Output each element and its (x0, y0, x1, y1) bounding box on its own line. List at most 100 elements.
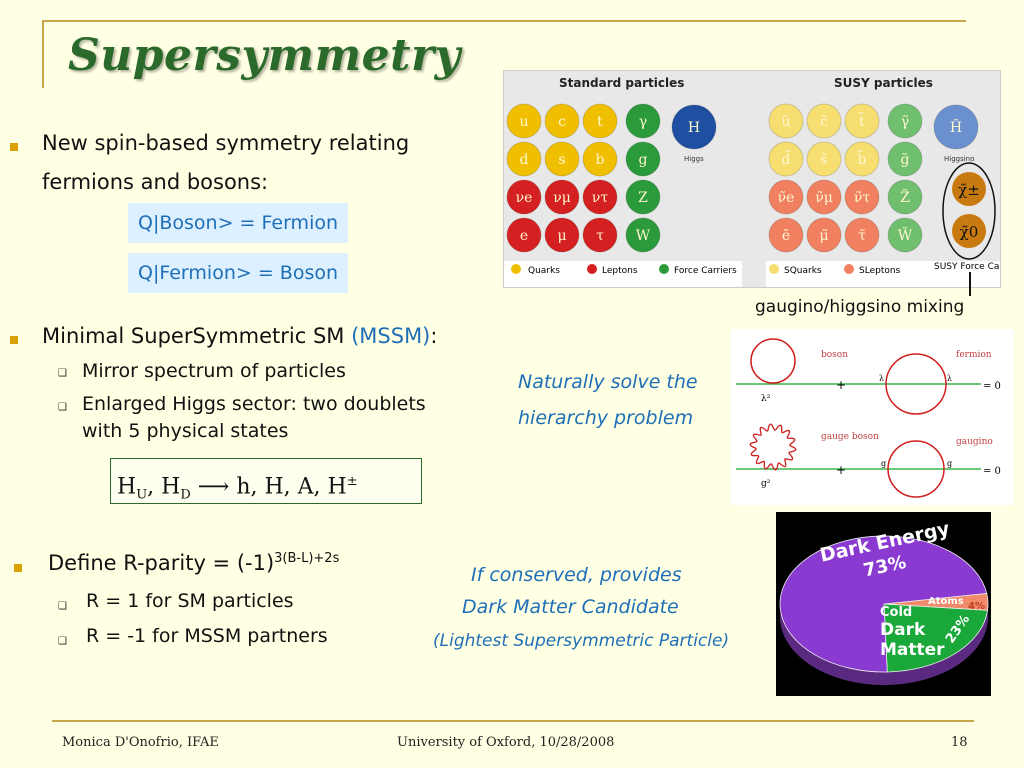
legend-susy-force-carriers: SUSY Force Carriers (934, 262, 1000, 272)
bullet1-line1: New spin-based symmetry relating (42, 131, 410, 155)
sub4-text: R = -1 for MSSM partners (86, 625, 328, 647)
legend-sleptons: SLeptons (859, 266, 901, 276)
higgsino-label: Higgsino (944, 155, 974, 163)
susy-lepton-4-ball (806, 217, 842, 253)
std-header: Standard particles (559, 76, 684, 90)
plus2: + (836, 463, 846, 477)
label-dark: Dark (880, 620, 926, 640)
sub3-text: R = 1 for SM particles (86, 590, 294, 612)
sub1-text: Mirror spectrum of particles (82, 360, 346, 382)
bullet2-colon: : (430, 324, 438, 348)
susy-boson-0-symbol: γ̃ (901, 114, 909, 130)
std-lepton-4-ball (544, 217, 580, 253)
std-boson-2-symbol: Z (638, 190, 648, 206)
std-legend-bg (504, 261, 742, 287)
susy-lepton-5-ball (844, 217, 880, 253)
legend-quark-dot (511, 264, 521, 274)
std-boson-0-ball (625, 103, 661, 139)
caption-mixing: gaugino/higgsino mixing (755, 297, 965, 317)
std-lepton-3-ball (506, 217, 542, 253)
susy-quark-1-symbol: c̃ (820, 114, 828, 130)
mixing-arrow (969, 272, 971, 296)
legend-lepton-dot (587, 264, 597, 274)
label-boson: boson (821, 350, 848, 360)
susy-quark-0-ball (768, 103, 804, 139)
susy-boson-2-symbol: Z̃ (900, 188, 910, 206)
footer-rule (52, 720, 974, 722)
mssm-abbrev: (MSSM) (351, 324, 431, 348)
std-quark-1-symbol: c (558, 114, 566, 130)
std-boson-3-ball (625, 217, 661, 253)
susy-boson-1-ball (887, 141, 923, 177)
eq-zero-1: = 0 (983, 381, 1001, 392)
susy-lepton-3-ball (768, 217, 804, 253)
susy-quark-0-symbol: ũ (781, 114, 790, 130)
label-lambda-right: λ (947, 374, 952, 383)
cosmic-pie-chart: Dark Energy 73% Cold Dark Matter 23% Ato… (776, 512, 991, 696)
neutralino-ball (952, 214, 986, 248)
bullet-marker (14, 564, 22, 572)
legend-boson-dot (659, 264, 669, 274)
eq-zero-2: = 0 (983, 466, 1001, 477)
std-lepton-1-ball (544, 179, 580, 215)
label-atoms: Atoms (928, 596, 964, 607)
slice-dark-energy (779, 535, 988, 673)
susy-boson-1-symbol: g̃ (901, 152, 910, 168)
std-higgs-ball (671, 104, 717, 150)
mixing-ellipse (942, 162, 996, 260)
std-quark-0-symbol: u (519, 114, 528, 130)
chargino-ball (952, 172, 986, 206)
sub2-line2: with 5 physical states (82, 420, 289, 442)
legend-squarks: SQuarks (784, 266, 822, 276)
plus1: + (836, 378, 846, 392)
title-top-rule (42, 20, 966, 22)
label-gaugino: gaugino (956, 437, 993, 447)
std-lepton-4-symbol: μ (557, 228, 566, 244)
hierarchy-line1: Naturally solve the (518, 371, 698, 393)
legend-slepton-dot (844, 264, 854, 274)
std-quark-0-ball (506, 103, 542, 139)
gaugino-loop (887, 440, 945, 498)
chargino-symbol: χ̃± (958, 181, 980, 199)
label-gauge: gauge boson (821, 432, 879, 442)
std-quark-5-symbol: b (596, 152, 605, 168)
bullet2-label: Minimal SuperSymmetric SM (42, 324, 352, 348)
std-lepton-2-symbol: ντ (592, 190, 609, 206)
footer-venue: University of Oxford, 10/28/2008 (397, 735, 615, 750)
susy-lepton-2-ball (844, 179, 880, 215)
hu-symbol: H (117, 474, 137, 500)
std-quark-4-symbol: s (558, 152, 565, 168)
hd-sub: D (180, 487, 191, 503)
legend-force-carriers: Force Carriers (674, 266, 737, 276)
hu-sub: U (136, 487, 148, 503)
legend-quarks: Quarks (528, 266, 560, 276)
bullet1-line2: fermions and bosons: (42, 170, 269, 194)
title-left-rule (42, 20, 44, 88)
susy-boson-3-ball (887, 217, 923, 253)
dm-line1: If conserved, provides (471, 564, 682, 586)
std-quark-3-ball (506, 141, 542, 177)
bullet-marker (10, 336, 18, 344)
sub-bullet-marker: ❑ (58, 368, 67, 379)
sub-bullet-marker: ❑ (58, 402, 67, 413)
dm-line3: (Lightest Supersymmetric Particle) (433, 631, 730, 651)
susy-quark-1-ball (806, 103, 842, 139)
std-quark-3-symbol: d (520, 152, 529, 168)
susy-lepton-0-ball (768, 179, 804, 215)
susy-higgs-symbol: H̃ (950, 118, 962, 136)
susy-lepton-2-symbol: ν̃τ (854, 190, 871, 206)
std-boson-0-symbol: γ (639, 114, 647, 130)
susy-quark-2-symbol: t̃ (859, 111, 865, 130)
long-arrow: ⟶ (197, 474, 230, 500)
std-lepton-5-symbol: τ (596, 228, 604, 244)
feynman-diagrams: boson λ² + fermion λ λ = 0 gauge boson g… (731, 329, 1014, 505)
hd-symbol: H (161, 474, 181, 500)
hierarchy-line2: hierarchy problem (518, 407, 694, 429)
sub-bullet-marker: ❑ (58, 636, 67, 647)
footer-page: 18 (951, 735, 968, 750)
fermion-loop (885, 353, 947, 415)
